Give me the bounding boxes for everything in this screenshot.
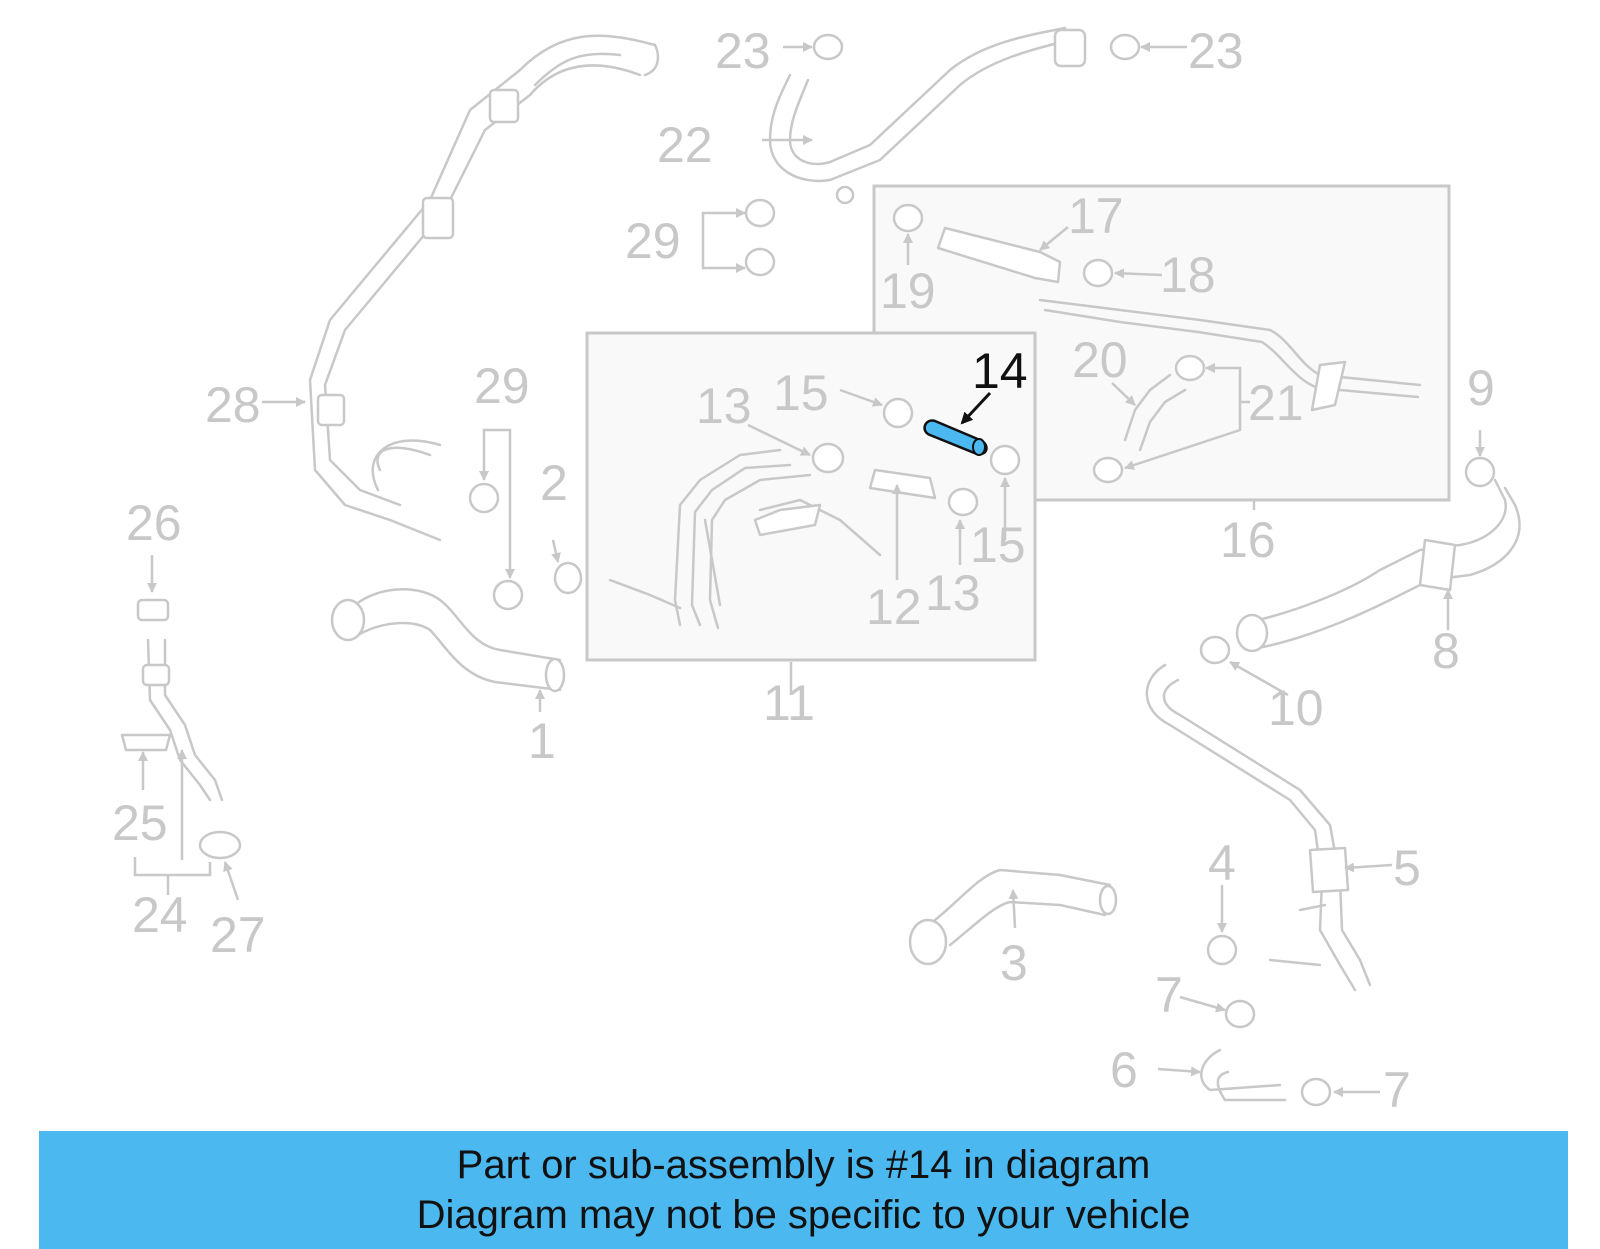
callout-22: 22 [657, 117, 713, 173]
part-17-hose [936, 226, 1062, 284]
callout-11: 11 [763, 675, 815, 731]
callout-1: 1 [528, 713, 556, 769]
clamp-23-left [812, 33, 844, 61]
callout-16: 16 [1220, 512, 1276, 568]
part-14-highlighted[interactable] [923, 419, 988, 456]
callout-23-left: 23 [715, 23, 771, 79]
callout-25: 25 [112, 795, 168, 851]
clamp-23-right [1109, 33, 1141, 61]
clamp-9 [1464, 456, 1496, 488]
callout-5: 5 [1393, 840, 1421, 896]
callout-19: 19 [880, 263, 936, 319]
clamp-19 [892, 203, 924, 233]
clamp-15-upper [882, 397, 914, 429]
callout-2: 2 [540, 455, 568, 511]
banner-line-1: Part or sub-assembly is #14 in diagram [456, 1143, 1151, 1187]
clamp-15-lower [989, 444, 1021, 476]
clamp-7-upper [1224, 999, 1256, 1029]
part-1-hose [330, 588, 566, 693]
clamp-2 [553, 561, 583, 595]
clamp-18 [1082, 258, 1114, 288]
part-12-hose [868, 468, 937, 500]
part-5-pipe [1145, 663, 1372, 992]
callout-26: 26 [126, 495, 182, 551]
part-8-hose [1235, 478, 1521, 653]
clamp-13-lower [947, 487, 979, 517]
callout-28: 28 [205, 377, 261, 433]
part-3-hose [908, 868, 1118, 966]
callout-7-upper: 7 [1155, 967, 1183, 1023]
callout-8: 8 [1432, 623, 1460, 679]
clamp-29-upper [744, 198, 776, 277]
callout-4: 4 [1208, 835, 1236, 891]
callout-6: 6 [1110, 1042, 1138, 1098]
callout-10: 10 [1268, 680, 1324, 736]
callout-13-lower: 13 [925, 565, 981, 621]
info-banner: Part or sub-assembly is #14 in diagram D… [39, 1131, 1568, 1249]
pipe-16 [1038, 298, 1422, 412]
callout-15-lower: 15 [970, 517, 1026, 573]
clamps-29-left [468, 482, 524, 611]
callout-23-right: 23 [1188, 23, 1244, 79]
callout-12: 12 [866, 579, 922, 635]
clamp-27 [198, 830, 242, 860]
banner-line-2: Diagram may not be specific to your vehi… [416, 1193, 1191, 1237]
callout-14-highlighted: 14 [972, 343, 1028, 399]
part-22-hose [768, 26, 1087, 205]
part-11-pipe-assembly [608, 448, 882, 630]
part-20-hose [1123, 373, 1187, 452]
callout-9: 9 [1467, 360, 1495, 416]
callout-29-left: 29 [474, 358, 530, 414]
callout-17: 17 [1068, 188, 1124, 244]
clamp-4 [1206, 934, 1238, 966]
callout-20: 20 [1072, 332, 1128, 388]
clamp-25 [120, 733, 172, 752]
clamp-13-upper [811, 442, 845, 474]
callout-labels: 1 2 3 4 5 6 7 7 8 9 10 11 12 13 13 14 15… [112, 23, 1495, 1118]
part-28-tube-assembly [308, 34, 660, 542]
callout-15-upper: 15 [773, 365, 829, 421]
callout-21: 21 [1248, 375, 1304, 431]
clamp-10 [1199, 635, 1231, 665]
leader-lines [133, 42, 1485, 1097]
callout-3: 3 [1000, 935, 1028, 991]
callout-7-lower: 7 [1383, 1062, 1411, 1118]
part-6-hose [1200, 1048, 1287, 1102]
callout-24: 24 [132, 887, 188, 943]
callout-13-upper: 13 [696, 378, 752, 434]
callout-29-upper: 29 [625, 213, 681, 269]
callout-27: 27 [210, 907, 266, 963]
clamps-21 [1092, 354, 1206, 484]
clamp-7-lower [1300, 1077, 1332, 1107]
part-24-assembly [136, 598, 224, 802]
callout-18: 18 [1160, 247, 1216, 303]
